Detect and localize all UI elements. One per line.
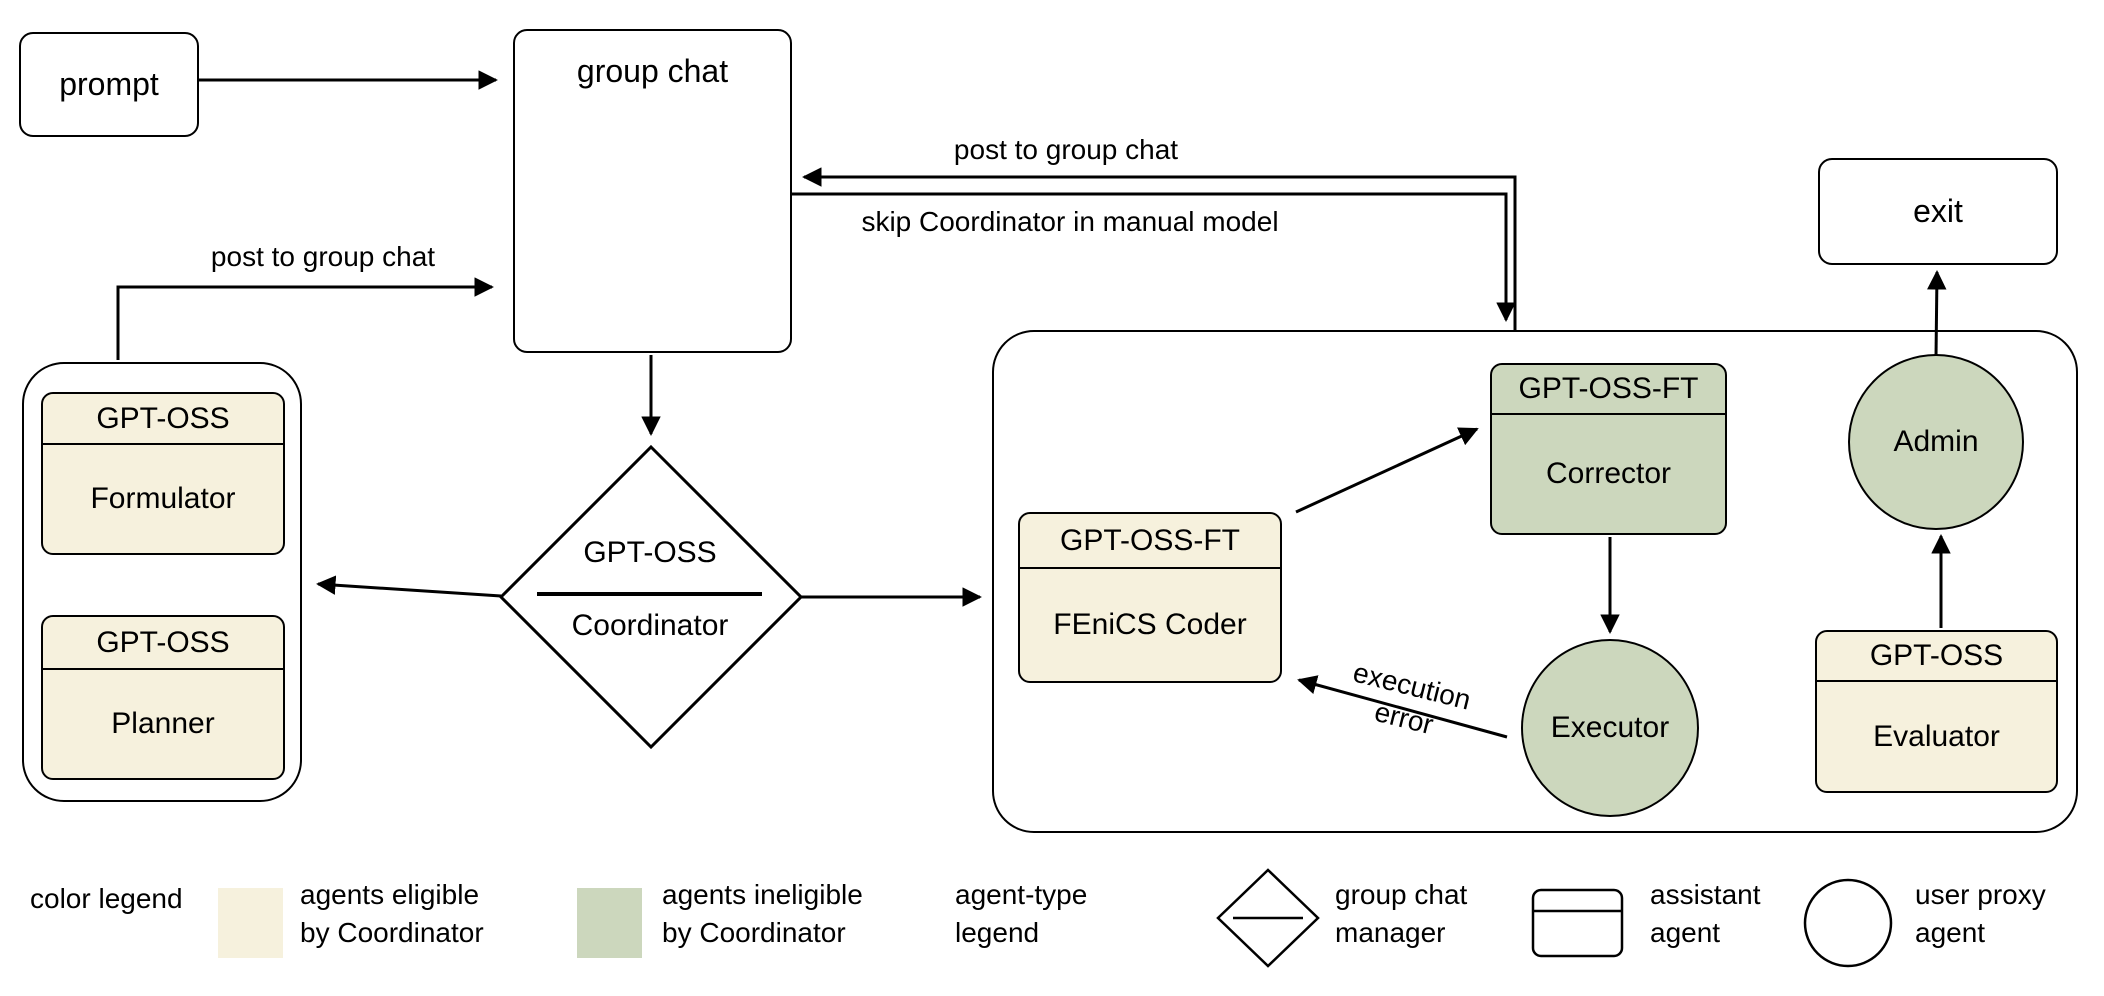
agent-type-title-line1: agent-type	[955, 879, 1088, 910]
agent-type-legend-title: agent-type legend	[955, 876, 1087, 952]
arrow-executor-to-fenics	[1297, 675, 1508, 739]
evaluator-model: GPT-OSS	[1817, 632, 2056, 682]
agent-type-title-line2: legend	[955, 917, 1040, 948]
corrector-model: GPT-OSS-FT	[1492, 365, 1725, 415]
edge-label-post-right: post to group chat	[953, 134, 1179, 165]
formulator-model: GPT-OSS	[43, 394, 283, 445]
eligible-swatch-icon	[218, 888, 283, 958]
admin-label: Admin	[1893, 425, 1979, 458]
split-rect-icon	[1531, 888, 1624, 958]
corrector-node: GPT-OSS-FT Corrector	[1490, 363, 1727, 535]
admin-node: Admin	[1848, 354, 2024, 530]
evaluator-node: GPT-OSS Evaluator	[1815, 630, 2058, 793]
right-cluster-container	[992, 330, 2078, 833]
ineligible-line1: agents ineligible	[662, 879, 863, 910]
arrow-leftcluster-to-groupchat	[116, 277, 494, 360]
color-legend-title: color legend	[30, 883, 183, 914]
ineligible-swatch-icon	[577, 888, 642, 958]
fenics-coder-model: GPT-OSS-FT	[1020, 514, 1280, 569]
edge-label-skip-coordinator: skip Coordinator in manual model	[861, 206, 1279, 237]
left-cluster-container	[22, 362, 302, 802]
arrow-rightcluster-to-groupchat	[802, 167, 1517, 330]
planner-model: GPT-OSS	[43, 617, 283, 670]
arrow-fenics-to-corrector	[1295, 427, 1479, 514]
eligible-legend-text: agents eligible by Coordinator	[300, 876, 484, 952]
exit-label: exit	[1913, 193, 1963, 229]
prompt-label: prompt	[59, 66, 159, 102]
evaluator-role: Evaluator	[1873, 719, 2000, 753]
gcm-line2: manager	[1335, 917, 1446, 948]
diamond-icon	[1216, 868, 1320, 968]
prompt-node: prompt	[19, 32, 199, 137]
group-chat-label: group chat	[576, 53, 729, 89]
eligible-line2: by Coordinator	[300, 917, 484, 948]
assistant-agent-legend-text: assistant agent	[1650, 876, 1761, 952]
eligible-line1: agents eligible	[300, 879, 480, 910]
arrow-admin-to-exit	[1927, 270, 1947, 358]
edge-label-post-left: post to group chat	[210, 241, 436, 272]
formulator-role: Formulator	[90, 482, 236, 515]
coordinator-diamond	[498, 444, 804, 750]
upa-line2: agent	[1915, 917, 1986, 948]
ineligible-line2: by Coordinator	[662, 917, 846, 948]
upa-line1: user proxy	[1915, 879, 2046, 910]
executor-label: Executor	[1550, 711, 1670, 744]
formulator-node: GPT-OSS Formulator	[41, 392, 285, 555]
ineligible-legend-text: agents ineligible by Coordinator	[662, 876, 863, 952]
coordinator-role: Coordinator	[571, 609, 729, 642]
fenics-coder-role: FEniCS Coder	[1053, 608, 1247, 641]
aa-line1: assistant	[1650, 879, 1761, 910]
group-chat-node: group chat	[513, 29, 792, 353]
user-proxy-agent-legend-text: user proxy agent	[1915, 876, 2046, 952]
group-chat-manager-legend-text: group chat manager	[1335, 876, 1467, 952]
circle-icon	[1803, 878, 1893, 968]
corrector-role: Corrector	[1545, 457, 1672, 490]
aa-line2: agent	[1650, 917, 1721, 948]
exit-node: exit	[1818, 158, 2058, 265]
fenics-coder-node: GPT-OSS-FT FEniCS Coder	[1018, 512, 1282, 683]
arrow-coordinator-to-leftcluster	[316, 575, 502, 598]
planner-role: Planner	[111, 707, 215, 740]
gcm-line1: group chat	[1335, 879, 1468, 910]
executor-node: Executor	[1521, 639, 1699, 817]
arrow-groupchat-to-rightcluster	[792, 192, 1516, 322]
planner-node: GPT-OSS Planner	[41, 615, 285, 780]
coordinator-model: GPT-OSS	[583, 536, 717, 569]
